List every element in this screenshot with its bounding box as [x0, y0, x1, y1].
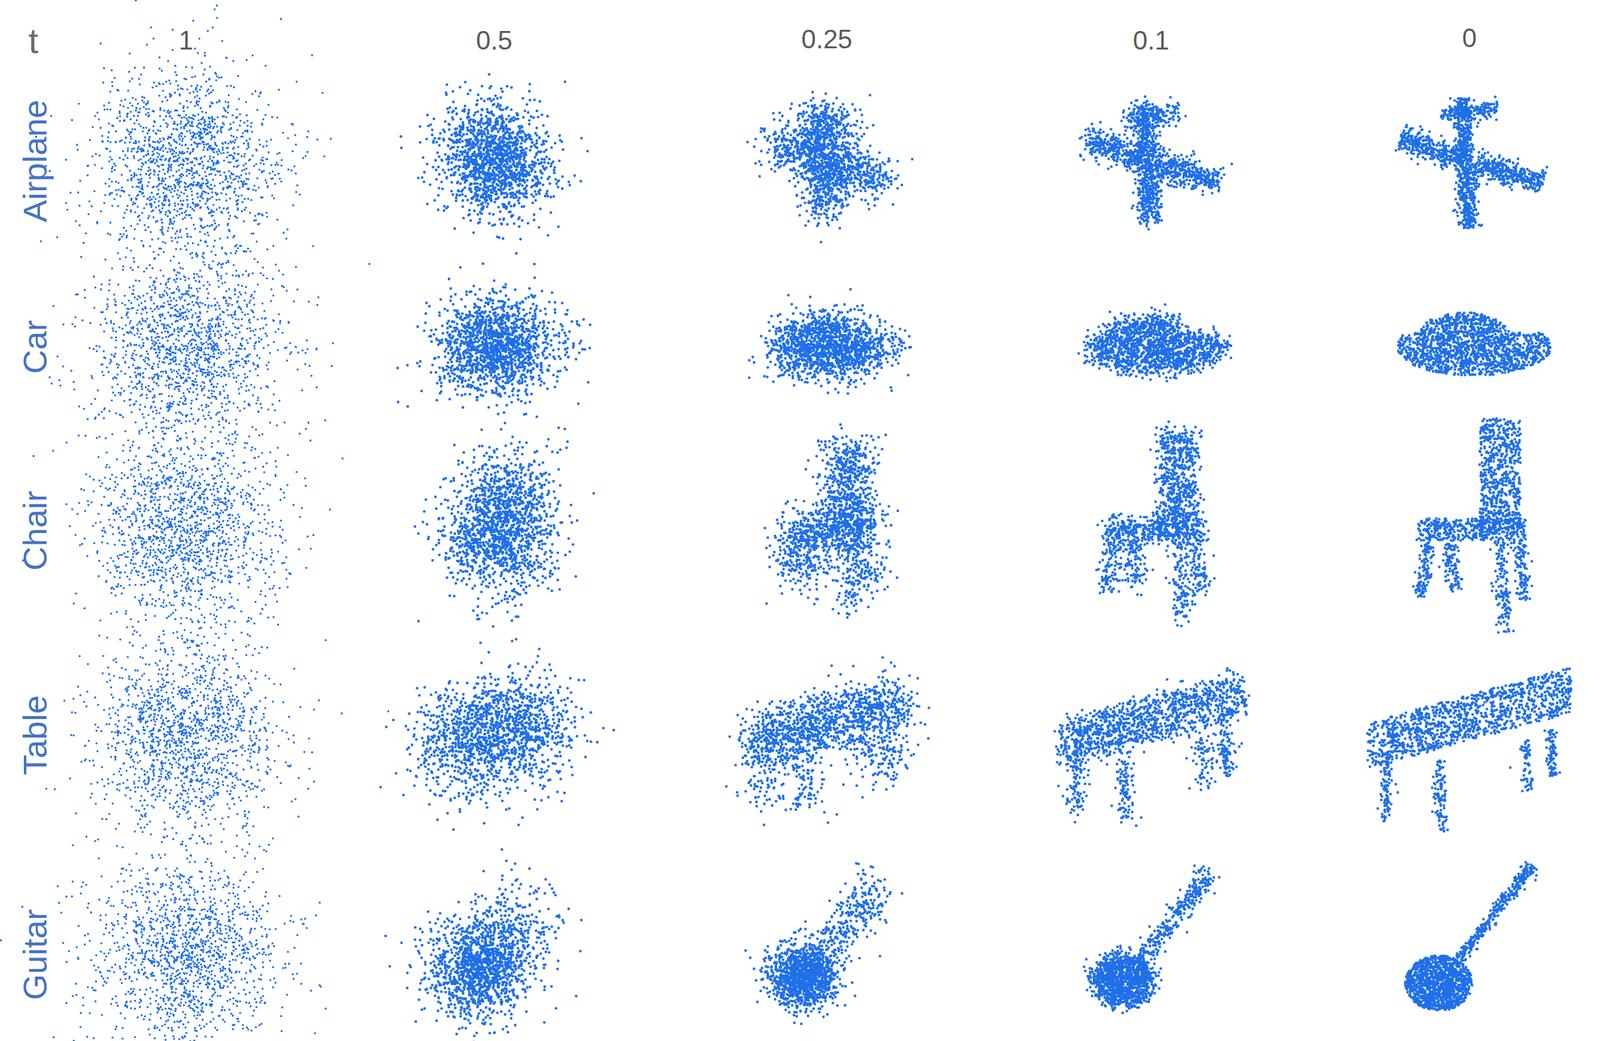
- point-cloud: [1078, 304, 1231, 381]
- point-cloud: [397, 264, 591, 430]
- row-label: Chair: [15, 490, 55, 571]
- point-cloud: [1084, 865, 1220, 1013]
- point-cloud: [1396, 97, 1547, 229]
- point-cloud: [726, 657, 929, 826]
- point-cloud: [747, 92, 913, 243]
- row-label: Car: [15, 320, 55, 374]
- point-cloud: [1, 811, 327, 1041]
- row-label: Guitar: [15, 909, 55, 1001]
- point-cloud: [1398, 312, 1551, 376]
- point-cloud: [1413, 418, 1533, 633]
- point-cloud: [401, 74, 588, 265]
- point-cloud: [36, 0, 331, 307]
- timestep-header: 0.1: [1132, 25, 1170, 56]
- point-cloud: [764, 424, 898, 618]
- point-cloud: [380, 639, 615, 830]
- point-cloud: [33, 200, 370, 508]
- timestep-header: 0: [1462, 23, 1477, 54]
- point-cloud: [385, 849, 582, 1041]
- point-cloud: [23, 385, 343, 694]
- point-cloud: [414, 413, 594, 626]
- point-cloud: [749, 289, 911, 394]
- point-cloud: [1096, 421, 1215, 626]
- timestep-header: 1: [178, 25, 194, 56]
- point-cloud: [745, 863, 903, 1024]
- point-cloud: [1054, 668, 1249, 826]
- point-cloud: [1405, 861, 1537, 1010]
- point-cloud: [1367, 668, 1572, 831]
- point-cloud: [1080, 96, 1233, 229]
- point-cloud: [32, 591, 389, 892]
- row-label: Airplane: [15, 99, 55, 222]
- timestep-header: 0.25: [801, 24, 853, 55]
- timestep-header: 0.5: [475, 25, 513, 56]
- row-label: Table: [15, 695, 55, 775]
- axis-label: t: [28, 20, 39, 62]
